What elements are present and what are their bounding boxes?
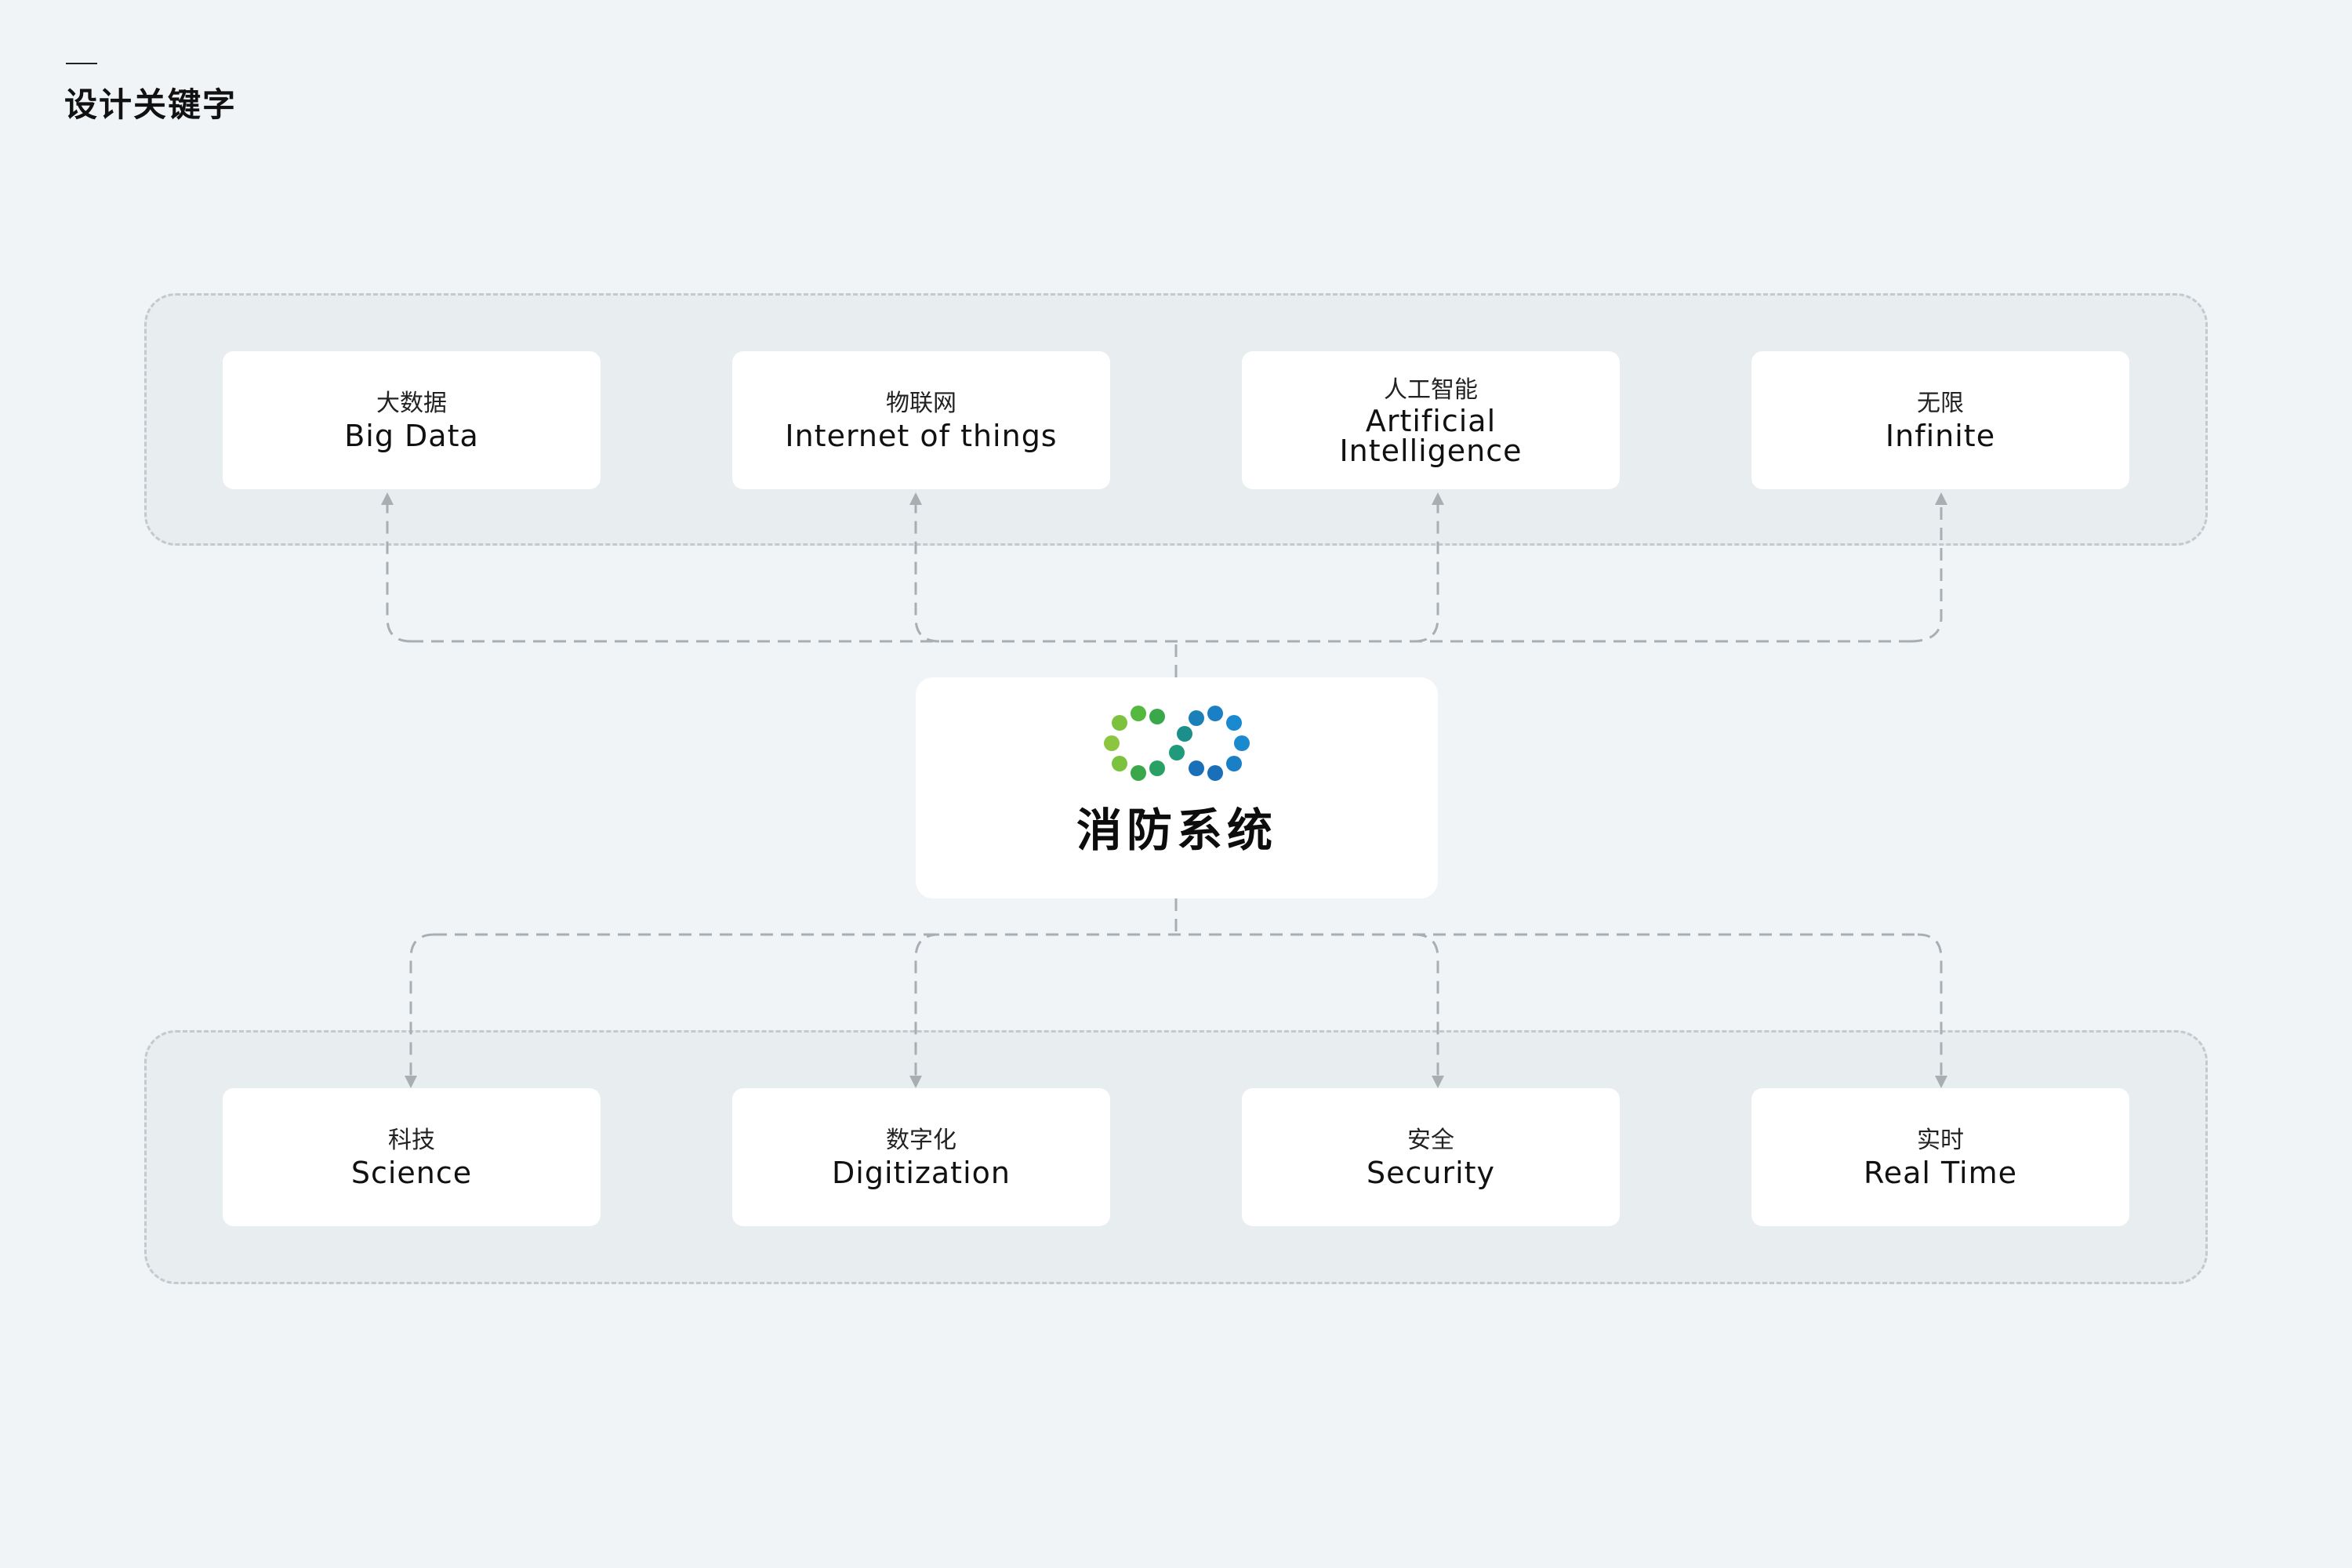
header-rule	[66, 63, 97, 64]
connector-big-data	[386, 499, 412, 643]
keyword-zh: 无限	[1917, 390, 1964, 417]
arrow-down-icon	[405, 1076, 417, 1088]
arrow-up-icon	[381, 492, 394, 505]
keyword-card-big-data: 大数据 Big Data	[223, 351, 601, 489]
keyword-zh: 数字化	[886, 1127, 956, 1154]
keyword-card-infinite: 无限 Infinite	[1751, 351, 2129, 489]
infinity-dots-icon	[1104, 706, 1250, 781]
keyword-en: Internet of things	[785, 419, 1058, 453]
keyword-card-security: 安全 Security	[1242, 1088, 1620, 1226]
connector-infinite	[1909, 499, 1943, 643]
arrow-down-icon	[1935, 1076, 1947, 1088]
keyword-zh: 安全	[1407, 1127, 1454, 1154]
keyword-zh: 人工智能	[1384, 376, 1478, 404]
arrow-up-icon	[909, 492, 922, 505]
keyword-card-ai: 人工智能 Artificial Intelligence	[1242, 351, 1620, 489]
arrow-up-icon	[1935, 492, 1947, 505]
keyword-en: Digitization	[832, 1156, 1011, 1190]
keyword-en: Big Data	[344, 419, 479, 453]
keyword-card-science: 科技 Science	[223, 1088, 601, 1226]
keyword-zh: 实时	[1917, 1127, 1964, 1154]
connector-real-time	[1917, 933, 1943, 1080]
connector-iot	[914, 499, 940, 643]
keyword-card-iot: 物联网 Internet of things	[732, 351, 1110, 489]
page-title: 设计关键字	[64, 85, 238, 124]
arrow-down-icon	[1432, 1076, 1444, 1088]
keyword-en: Security	[1366, 1156, 1496, 1190]
arrow-down-icon	[909, 1076, 922, 1088]
connector-security	[1414, 933, 1439, 1080]
keyword-card-digitization: 数字化 Digitization	[732, 1088, 1110, 1226]
keyword-zh: 大数据	[376, 390, 447, 417]
center-system-card: 消防系统	[916, 677, 1438, 898]
center-title: 消防系统	[1076, 804, 1277, 857]
keyword-en: Science	[350, 1156, 473, 1190]
connector-science	[409, 933, 435, 1080]
keyword-card-real-time: 实时 Real Time	[1751, 1088, 2129, 1226]
connector-ai	[1414, 499, 1439, 643]
connector-digitization	[914, 933, 940, 1080]
arrow-up-icon	[1432, 492, 1444, 505]
keyword-zh: 物联网	[886, 390, 956, 417]
keyword-zh: 科技	[388, 1127, 435, 1154]
keyword-en: Real Time	[1864, 1156, 2017, 1190]
keyword-en: Infinite	[1885, 419, 1996, 453]
keyword-en: Artificial Intelligence	[1339, 404, 1523, 468]
